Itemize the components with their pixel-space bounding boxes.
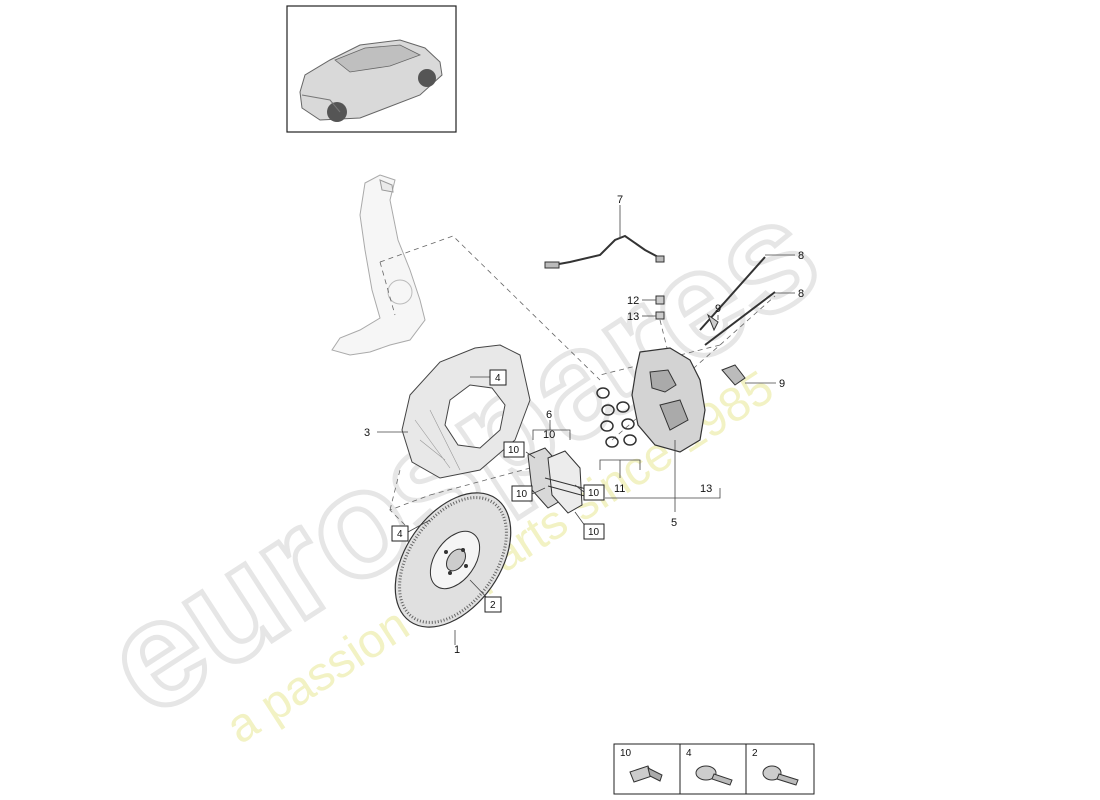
- callout-1: 1: [454, 644, 460, 656]
- bolt-long-icon: [629, 765, 663, 783]
- screw-countersunk-icon: [762, 765, 799, 786]
- brake-disc[interactable]: [371, 472, 534, 649]
- callout-11: 11: [614, 483, 625, 495]
- callout-12: 12: [627, 295, 639, 307]
- callout-8b: 8: [798, 288, 804, 300]
- legend-label-10: 10: [620, 748, 632, 759]
- callout-10c-boxed: 10: [516, 489, 528, 500]
- callout-3: 3: [364, 427, 370, 439]
- callout-8a: 8: [798, 250, 804, 262]
- steering-knuckle[interactable]: [331, 174, 426, 356]
- wear-sensor[interactable]: [544, 234, 665, 269]
- car-thumbnail-icon: [299, 39, 443, 122]
- callout-9b: 9: [779, 378, 785, 390]
- brake-disc-icon: [394, 492, 512, 628]
- callout-10d-boxed: 10: [588, 488, 600, 499]
- brake-caliper[interactable]: [631, 347, 706, 453]
- callout-10b-boxed: 10: [508, 445, 520, 456]
- screw-round-head-icon: [695, 765, 733, 786]
- callout-6: 6: [546, 409, 552, 421]
- callout-4b-boxed: 4: [397, 529, 403, 540]
- boxed-callouts: 2 4 4 10 10 10 10: [391, 369, 605, 613]
- leader-lines: [377, 205, 795, 645]
- callout-7: 7: [617, 194, 623, 206]
- callout-10a: 10: [543, 429, 555, 441]
- callout-2-boxed: 2: [490, 600, 496, 611]
- callout-13b: 13: [700, 483, 712, 495]
- legend-label-2: 2: [752, 748, 758, 759]
- small-hardware[interactable]: [655, 256, 776, 386]
- steering-knuckle-icon: [331, 174, 426, 356]
- callout-10e-boxed: 10: [588, 527, 600, 538]
- callout-4a-boxed: 4: [495, 373, 501, 384]
- fastener-legend: 10 4 2: [613, 743, 815, 795]
- car-thumbnail[interactable]: [286, 5, 457, 133]
- seal-rings[interactable]: [596, 387, 637, 448]
- callout-9a: 9: [715, 303, 721, 315]
- callout-13a: 13: [627, 311, 639, 323]
- legend-label-4: 4: [686, 748, 692, 759]
- callout-5: 5: [671, 517, 677, 529]
- callouts: 1 3 5 6 7 8 8 9 9 10 11 12 13 13: [364, 194, 804, 656]
- wear-sensor-icon: [547, 234, 661, 267]
